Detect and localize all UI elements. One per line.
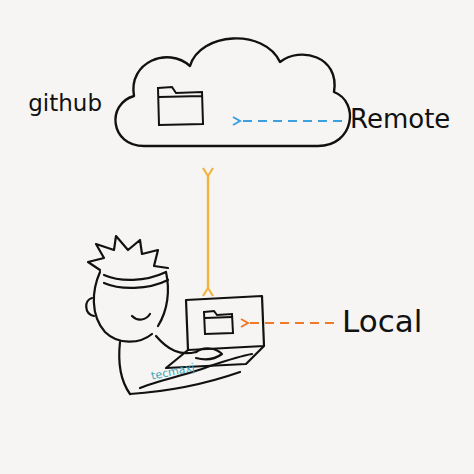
- remote-folder: [158, 87, 203, 125]
- laptop: [166, 296, 264, 368]
- person: [86, 236, 252, 394]
- remote-leader: [240, 120, 342, 122]
- local-folder: [204, 311, 233, 334]
- text-label: Remote: [350, 104, 450, 134]
- cloud-outline: [104, 26, 354, 164]
- cloud-node: github: [104, 26, 354, 164]
- sync-arrow: [207, 176, 209, 288]
- text-label: tecmaxj: [150, 361, 196, 383]
- cloud-path: [115, 38, 350, 146]
- text-label: Local: [342, 303, 422, 339]
- node-heading: github: [28, 90, 102, 116]
- local-leader: [248, 322, 334, 324]
